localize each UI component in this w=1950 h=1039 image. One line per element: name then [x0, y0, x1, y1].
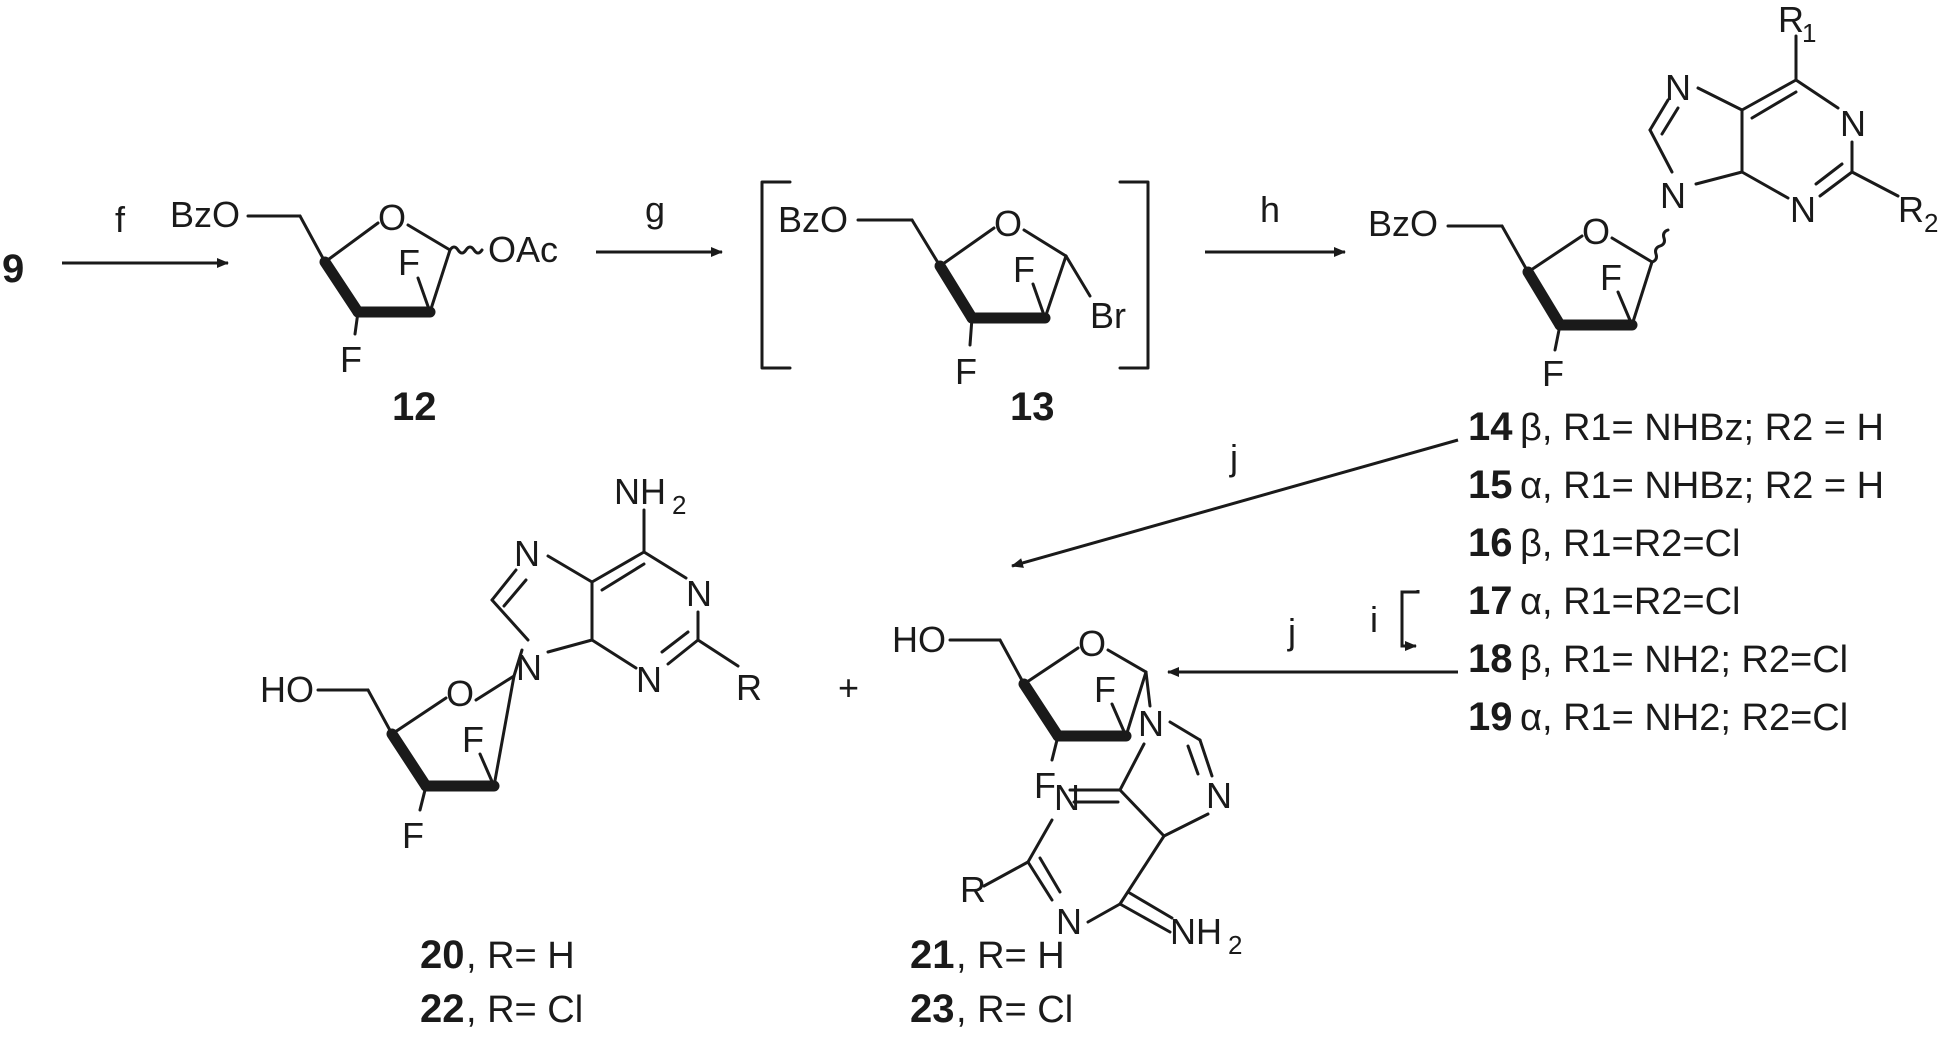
svg-text:17: 17	[1468, 579, 1513, 623]
svg-text:N: N	[1840, 103, 1866, 144]
svg-text:F: F	[402, 815, 424, 856]
svg-text:R: R	[960, 869, 986, 910]
series-item-17: 17 α, R1=R2=Cl	[1468, 579, 1741, 623]
svg-text:R: R	[1898, 189, 1924, 230]
series-item-19: 19 α, R1= NH2; R2=Cl	[1468, 695, 1848, 739]
svg-text:α, R1= NH2; R2=Cl: α, R1= NH2; R2=Cl	[1520, 697, 1848, 739]
svg-text:O: O	[446, 673, 474, 714]
compound-22-label: 22 , R= Cl	[420, 987, 583, 1031]
svg-text:F: F	[1013, 249, 1035, 290]
reagent-g: g	[645, 189, 665, 230]
svg-text:N: N	[516, 647, 542, 688]
arrow-i	[1400, 590, 1420, 651]
svg-text:, R= Cl: , R= Cl	[466, 989, 583, 1031]
svg-text:20: 20	[420, 933, 465, 977]
svg-text:F: F	[1034, 765, 1056, 806]
compound-23-label: 23 , R= Cl	[910, 987, 1073, 1031]
svg-text:BzO: BzO	[1368, 203, 1438, 244]
svg-text:N: N	[514, 533, 540, 574]
svg-text:β, R1= NH2; R2=Cl: β, R1= NH2; R2=Cl	[1520, 639, 1848, 681]
series-item-16: 16 β, R1=R2=Cl	[1468, 521, 1740, 565]
svg-text:Br: Br	[1090, 295, 1126, 336]
svg-text:O: O	[378, 197, 406, 238]
reagent-i: i	[1370, 599, 1378, 640]
svg-text:1: 1	[1802, 18, 1816, 48]
svg-text:N: N	[1660, 175, 1686, 216]
compound-13-structure: BzO O F F Br	[778, 199, 1126, 392]
svg-text:O: O	[1582, 211, 1610, 252]
bracket-left	[760, 180, 792, 370]
svg-text:N: N	[1665, 67, 1691, 108]
svg-text:O: O	[994, 203, 1022, 244]
svg-text:21: 21	[910, 933, 955, 977]
plus-sign: +	[838, 667, 859, 708]
arrow-j-upper	[1011, 438, 1459, 568]
svg-text:22: 22	[420, 987, 465, 1031]
reagent-f: f	[115, 199, 126, 240]
svg-text:O: O	[1078, 623, 1106, 664]
svg-text:R: R	[736, 667, 762, 708]
compound-12-structure: BzO O F F OAc	[170, 194, 558, 380]
svg-text:F: F	[462, 719, 484, 760]
compound-21-23-structure: HO O F F N N N R N NH 2	[892, 619, 1242, 960]
reagent-j-lower: j	[1287, 611, 1296, 652]
svg-text:N: N	[1138, 703, 1164, 744]
series-list: 14 β, R1= NHBz; R2 = H 15 α, R1= NHBz; R…	[1468, 405, 1884, 739]
svg-text:BzO: BzO	[170, 194, 240, 235]
svg-text:R: R	[1778, 0, 1804, 40]
svg-text:OAc: OAc	[488, 229, 558, 270]
svg-text:NH: NH	[1170, 911, 1222, 952]
svg-text:16: 16	[1468, 521, 1513, 565]
compound-20-label: 20 , R= H	[420, 933, 575, 977]
reagent-j-upper: j	[1229, 437, 1238, 478]
compound-12-label: 12	[392, 385, 437, 429]
svg-text:, R= Cl: , R= Cl	[956, 989, 1073, 1031]
svg-text:α, R1=R2=Cl: α, R1=R2=Cl	[1520, 581, 1741, 623]
svg-text:18: 18	[1468, 637, 1513, 681]
svg-text:N: N	[1790, 189, 1816, 230]
compound-20-22-structure: HO O F F N N NH 2 N R N	[260, 471, 762, 856]
compound-13-label: 13	[1010, 385, 1055, 429]
svg-text:19: 19	[1468, 695, 1513, 739]
bracket-right	[1118, 180, 1150, 370]
svg-text:α, R1= NHBz; R2 = H: α, R1= NHBz; R2 = H	[1520, 465, 1884, 507]
svg-text:14: 14	[1468, 405, 1513, 449]
compound-14-19-structure: BzO O F F N N R 1 N R 2 N	[1368, 0, 1938, 394]
svg-text:HO: HO	[260, 669, 314, 710]
reagent-h: h	[1260, 189, 1280, 230]
series-item-15: 15 α, R1= NHBz; R2 = H	[1468, 463, 1884, 507]
svg-text:, R= H: , R= H	[956, 935, 1065, 977]
svg-text:F: F	[340, 339, 362, 380]
svg-text:N: N	[1206, 775, 1232, 816]
svg-text:N: N	[636, 659, 662, 700]
compound-21-label: 21 , R= H	[910, 933, 1065, 977]
compound-9-label: 9	[2, 247, 24, 291]
series-item-18: 18 β, R1= NH2; R2=Cl	[1468, 637, 1848, 681]
svg-text:2: 2	[1924, 208, 1938, 238]
svg-text:F: F	[1542, 353, 1564, 394]
svg-text:β, R1= NHBz; R2 = H: β, R1= NHBz; R2 = H	[1520, 407, 1884, 449]
svg-text:HO: HO	[892, 619, 946, 660]
svg-text:2: 2	[1228, 930, 1242, 960]
svg-text:BzO: BzO	[778, 199, 848, 240]
series-item-14: 14 β, R1= NHBz; R2 = H	[1468, 405, 1884, 449]
svg-text:F: F	[1094, 669, 1116, 710]
svg-text:N: N	[1056, 901, 1082, 942]
svg-text:NH: NH	[614, 471, 666, 512]
svg-text:, R= H: , R= H	[466, 935, 575, 977]
svg-text:2: 2	[672, 490, 686, 520]
svg-text:N: N	[1054, 777, 1080, 818]
svg-text:F: F	[398, 242, 420, 283]
svg-text:15: 15	[1468, 463, 1513, 507]
svg-text:F: F	[1600, 257, 1622, 298]
svg-text:N: N	[686, 573, 712, 614]
svg-text:23: 23	[910, 987, 955, 1031]
svg-text:F: F	[955, 351, 977, 392]
svg-text:β, R1=R2=Cl: β, R1=R2=Cl	[1520, 523, 1740, 565]
